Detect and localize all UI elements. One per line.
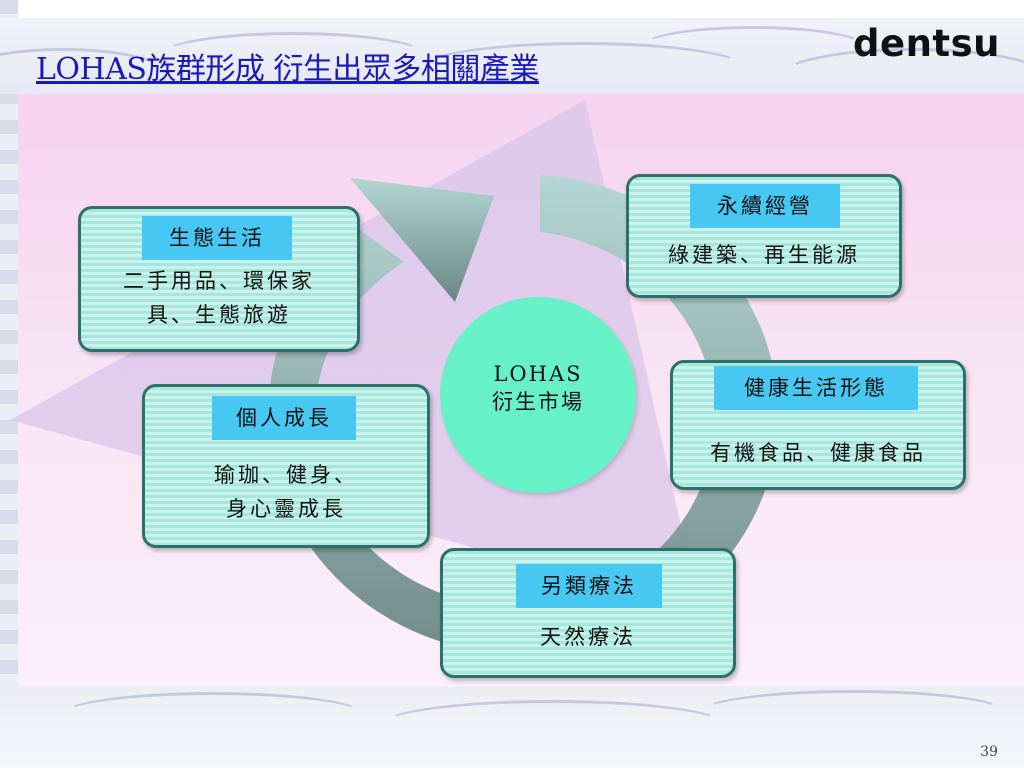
box-body: 綠建築、再生能源 xyxy=(626,238,902,272)
dentsu-logo: dentsu xyxy=(853,22,1000,65)
center-label: LOHAS 衍生市場 xyxy=(440,360,636,416)
slide-title: LOHAS族群形成 衍生出眾多相關產業 xyxy=(36,52,539,87)
box-label: 生態生活 xyxy=(142,216,292,260)
arrowhead xyxy=(350,178,494,302)
center-label-line1: LOHAS xyxy=(493,362,583,386)
header-band xyxy=(0,18,1024,94)
center-circle xyxy=(440,297,636,493)
box-body-line: 天然療法 xyxy=(540,625,636,649)
box-body: 天然療法 xyxy=(440,620,736,654)
page-number: 39 xyxy=(980,744,998,760)
footer-band xyxy=(0,686,1024,768)
box-body: 二手用品、環保家 具、生態旅遊 xyxy=(78,264,360,332)
box-body-line: 有機食品、健康食品 xyxy=(710,441,926,465)
box-body-line: 瑜珈、健身、 xyxy=(214,463,358,487)
box-label: 另類療法 xyxy=(516,564,662,608)
box-label: 個人成長 xyxy=(212,396,356,440)
box-body: 瑜珈、健身、 身心靈成長 xyxy=(142,458,430,526)
box-label: 永續經營 xyxy=(690,184,840,228)
box-label: 健康生活形態 xyxy=(714,366,918,410)
box-body: 有機食品、健康食品 xyxy=(670,436,966,470)
center-label-line2: 衍生市場 xyxy=(492,390,584,414)
box-body-line: 身心靈成長 xyxy=(226,497,346,521)
box-body-line: 二手用品、環保家 xyxy=(123,269,315,293)
left-decor-strip xyxy=(0,0,18,768)
box-body-line: 綠建築、再生能源 xyxy=(668,243,860,267)
box-body-line: 具、生態旅遊 xyxy=(147,303,291,327)
